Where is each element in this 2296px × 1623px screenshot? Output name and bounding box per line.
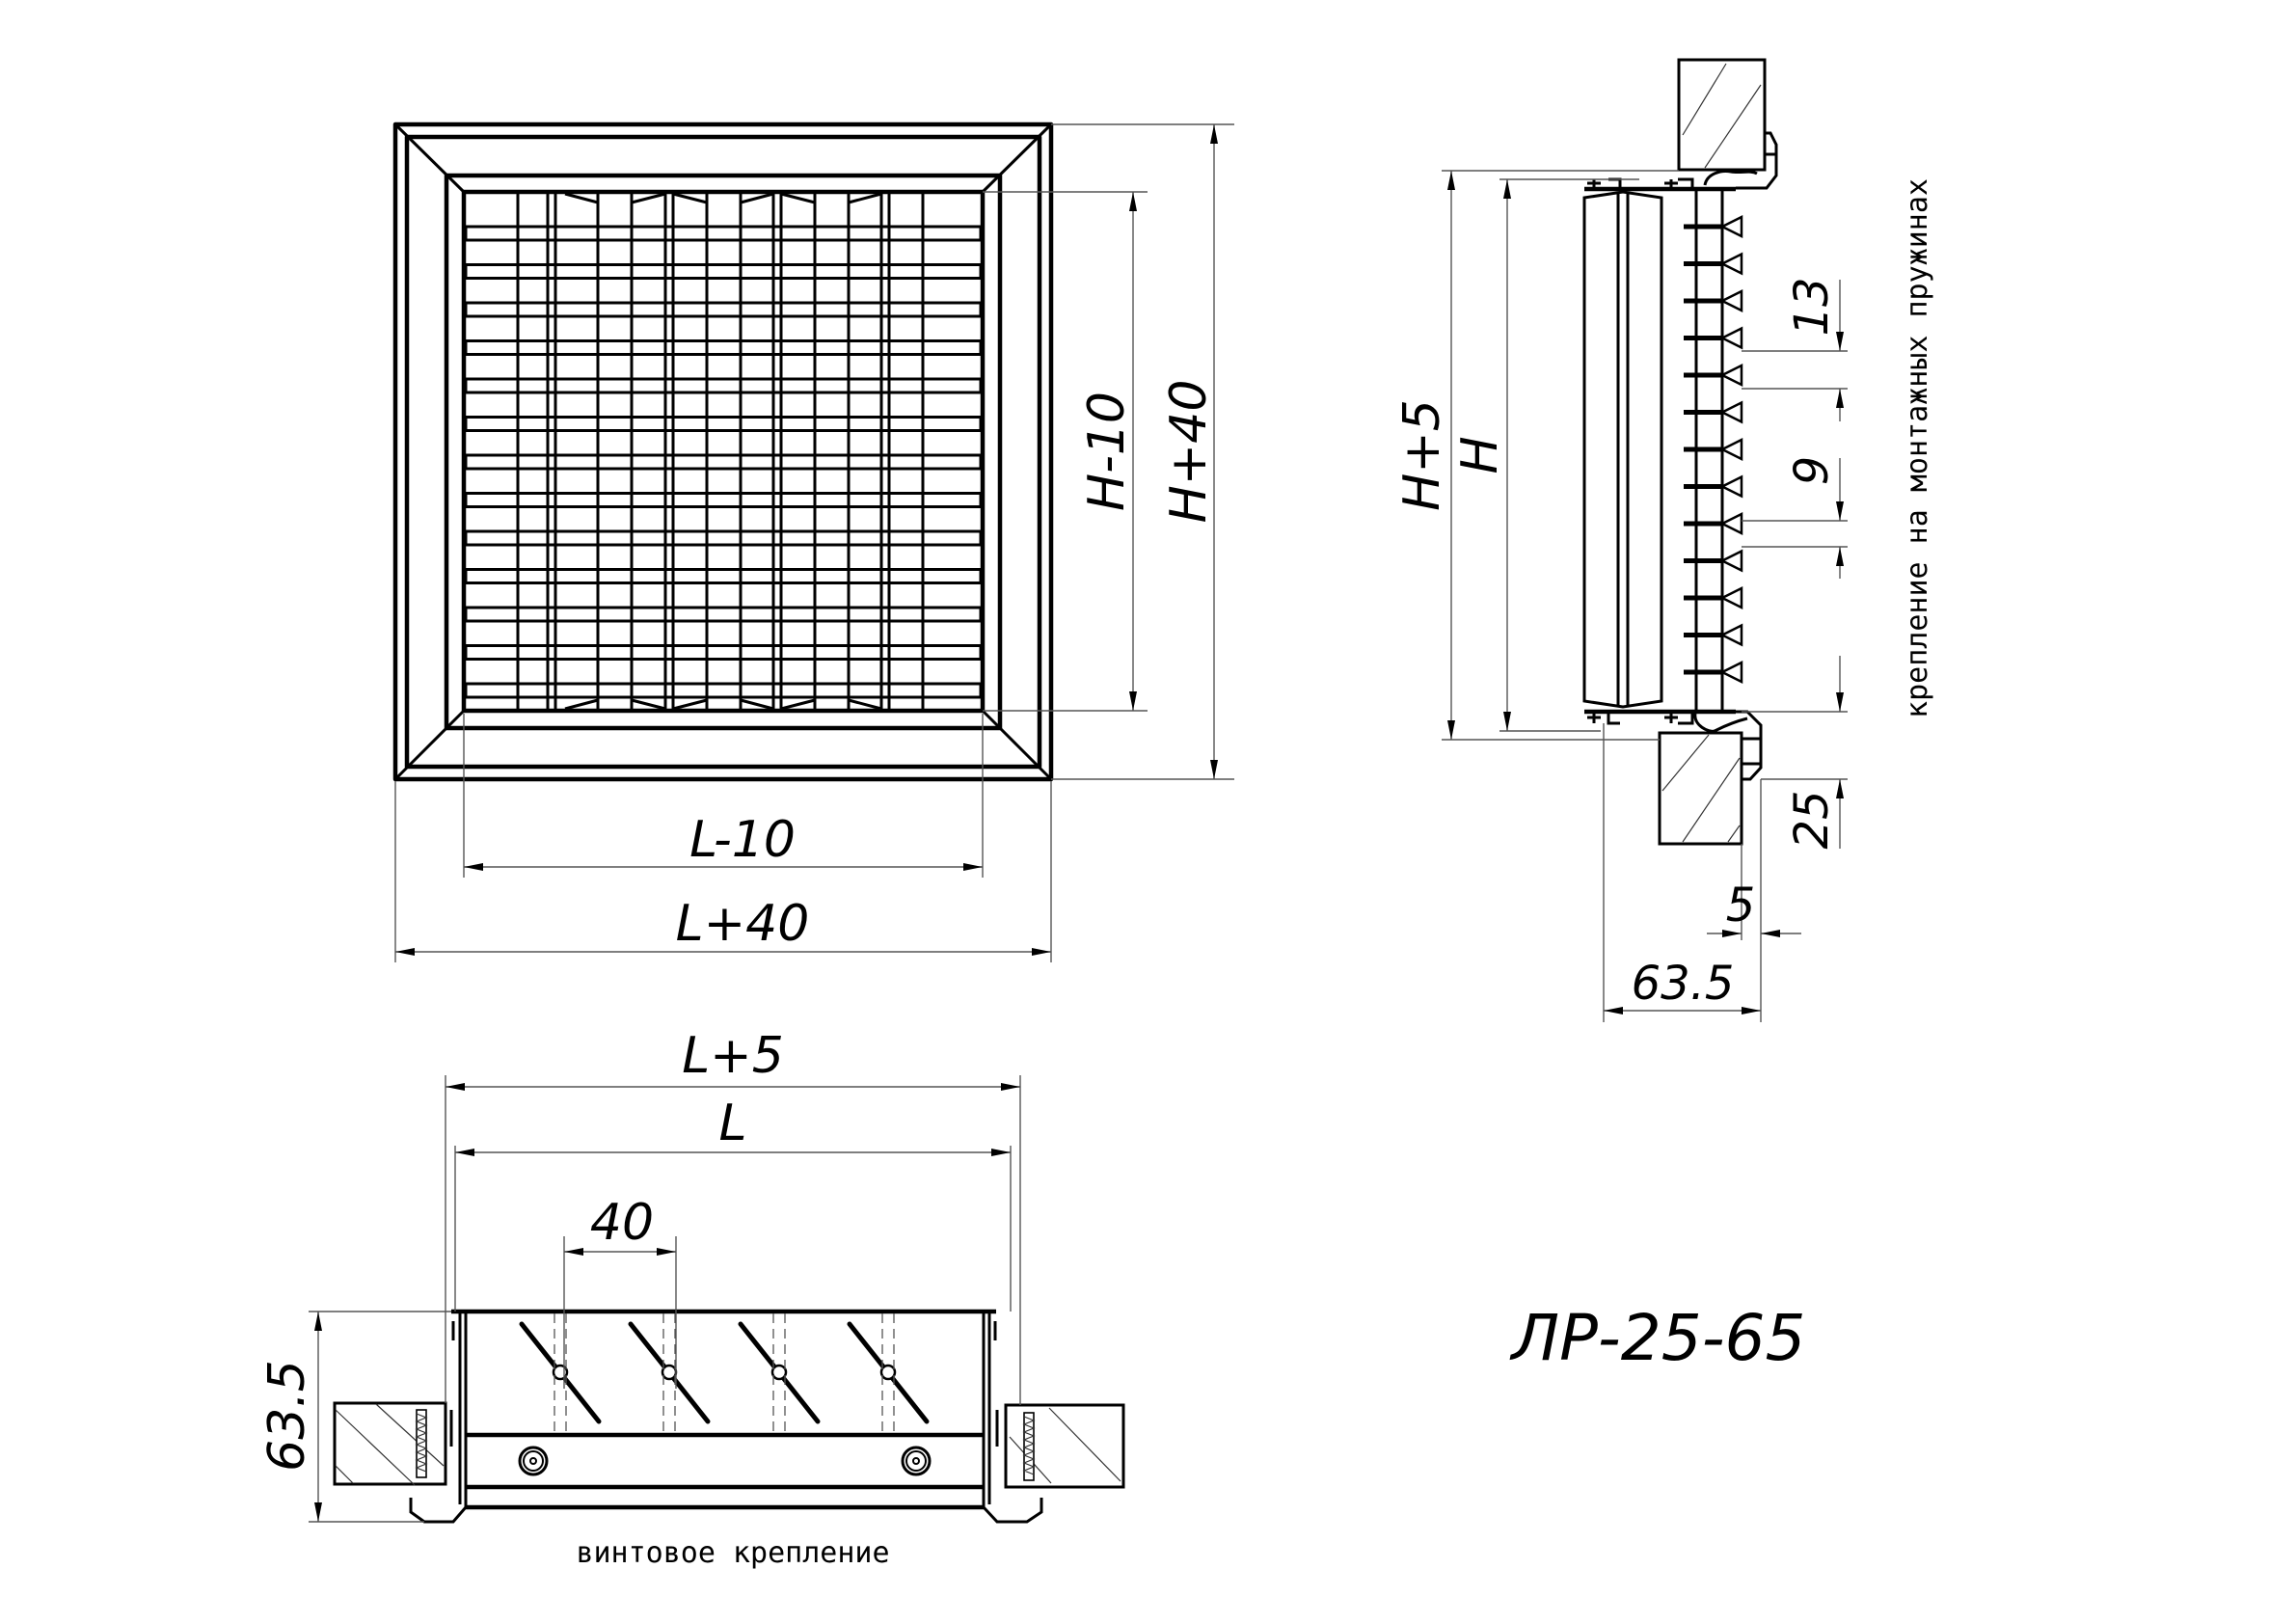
blade-pivot [879,1364,897,1381]
blade-pivot [770,1364,788,1381]
horizontal-slat [464,453,983,471]
dim-label-outer-height: H+40 [1160,380,1218,524]
spring-mount-note: крепление на монтажных пружинах [1901,178,1934,718]
seal-upper [1703,170,1758,186]
horizontal-slat [464,682,983,699]
horizontal-slat [464,225,983,242]
spring-tip [1719,437,1743,462]
spring-tip [1719,474,1743,499]
blade-chevron [672,192,708,204]
dim-label-gap: 9 [1785,456,1839,486]
horizontal-slat [464,263,983,280]
frame-inner-edge [404,134,1042,770]
blade-chevron [740,192,774,204]
horizontal-slat [464,416,983,432]
dim-label-pitch: 13 [1785,277,1839,336]
louver-blade [1582,190,1663,709]
dim-label-inner-width: L-10 [689,811,796,869]
blade-chevron [848,192,882,204]
dim-label-blade-pitch: 40 [590,1194,654,1252]
blade-chevron [672,698,708,711]
bevel-diagonal [981,122,1053,194]
springs [1684,214,1743,685]
blade-chevron [848,698,882,711]
spring-tip [1719,214,1743,239]
model-label: ЛР-25-65 [1509,1301,1805,1375]
section-view: L+5 L 40 63.5 винтовое крепление [258,1027,1125,1570]
bevel-diagonal [393,709,466,781]
blade-pivot [661,1364,678,1381]
dim-label-depth: 63.5 [1632,957,1735,1011]
screw-right [1023,1412,1035,1481]
frame-bevel-edge [444,173,1003,731]
screw-hole-right [901,1446,932,1476]
flange-left [409,1498,468,1524]
screw-mount-note: винтовое крепление [576,1536,889,1570]
bevel-diagonal [981,709,1053,781]
dim-label-outer-width: L+40 [676,895,810,953]
dim-label-inner: L [719,1095,747,1152]
wall-section-lower [1658,731,1743,846]
blade-chevron [740,698,774,711]
spring-clip-upper [1736,131,1778,190]
blade-pivot [552,1364,569,1381]
blade-chevron [631,698,666,711]
blade-chevron [564,192,599,204]
dim-label-h-plus: H+5 [1393,399,1451,511]
flange-right [982,1498,1043,1524]
spring-tip [1719,252,1743,276]
dim-label-h: H [1451,436,1509,473]
wall-section-left [333,1401,447,1486]
horizontal-slat [464,568,983,584]
seal-lower [1693,713,1748,733]
spring-tip [1719,288,1743,313]
horizontal-louvers [464,225,983,699]
spring-tip [1719,511,1743,536]
screw-left [416,1409,427,1478]
horizontal-slat [464,377,983,394]
wall-section-upper [1677,58,1767,172]
spring-tip [1719,660,1743,685]
dim-label-wall: 25 [1785,790,1839,849]
spring-tip [1719,623,1743,647]
horizontal-slat [464,492,983,508]
blade-chevron [780,698,816,711]
dim-label-inner-height: H-10 [1078,392,1136,511]
blade-chevron [631,192,666,204]
spring-tip [1719,363,1743,388]
grille-opening [461,189,986,714]
blade-chevron [564,698,599,711]
dim-label-outer: L+5 [682,1027,784,1085]
damper-blades [519,1313,930,1434]
spring-tip [1719,585,1743,610]
horizontal-slat [464,644,983,661]
horizontal-slat [464,339,983,356]
outer-frame [392,122,1054,782]
spring-tip [1719,400,1743,424]
horizontal-slat [464,301,983,318]
spring-tip [1719,549,1743,573]
bevel-diagonal [393,122,466,194]
spring-tip [1719,326,1743,350]
side-view: H+5 H 13 9 25 5 63.5 крепление на монтаж… [1393,58,1934,1022]
horizontal-slat [464,529,983,547]
blade-chevron [780,192,816,204]
horizontal-slat [464,606,983,623]
screw-hole-left [518,1446,549,1476]
dim-label-section-depth: 63.5 [258,1360,316,1472]
front-view: L-10 L+40 H-10 H+40 [392,122,1234,962]
dim-label-offset: 5 [1726,879,1756,933]
wall-section-right [1004,1403,1125,1489]
vertical-louvers [516,192,925,711]
